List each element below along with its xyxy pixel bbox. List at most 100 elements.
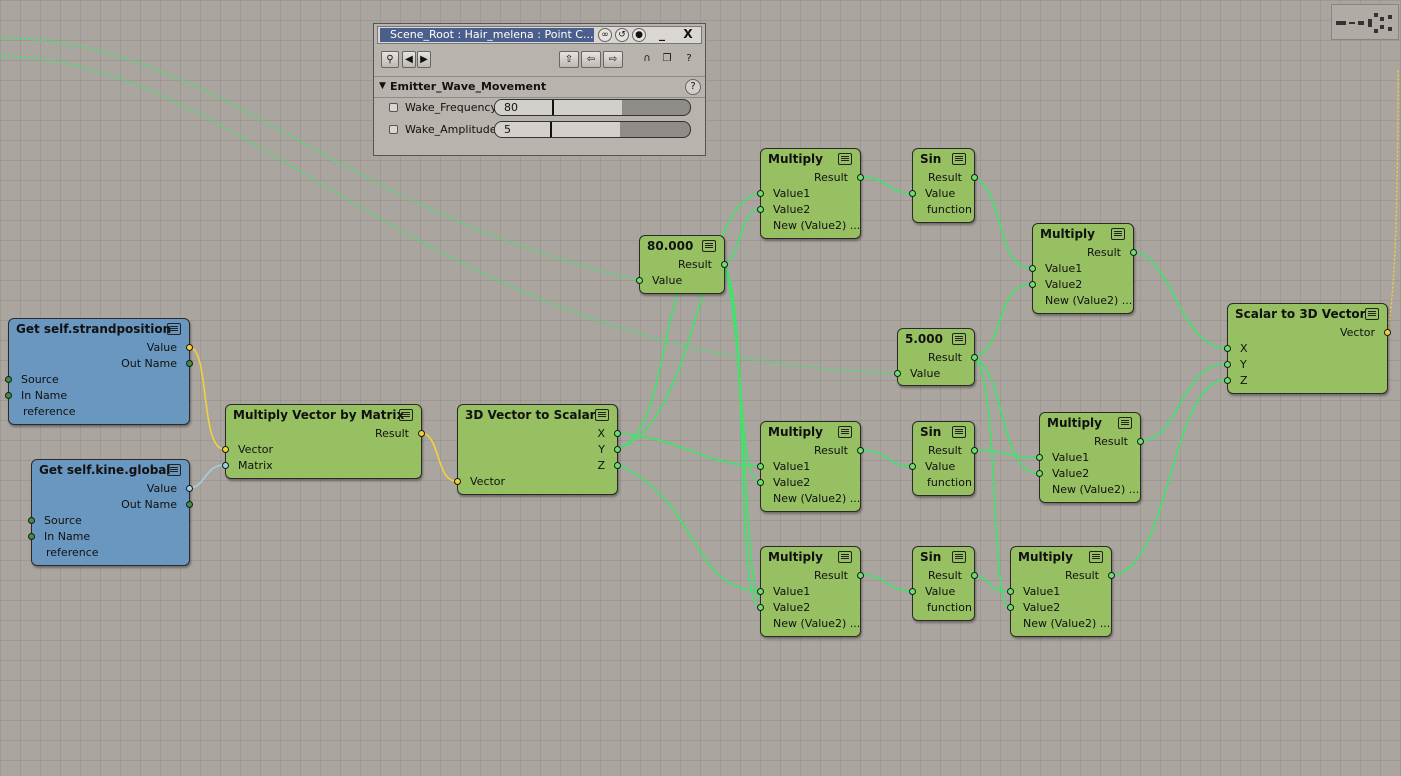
input-port-dot[interactable] bbox=[5, 376, 12, 383]
node-menu-icon[interactable] bbox=[952, 426, 966, 438]
port-new-value2[interactable]: New (Value2) ... bbox=[1023, 617, 1111, 630]
output-port-dot[interactable] bbox=[857, 447, 864, 454]
refresh-icon[interactable]: ↺ bbox=[615, 28, 629, 42]
node-get-strandposition[interactable]: Get self.strandposition Value Out Name S… bbox=[5, 318, 193, 425]
input-port-dot[interactable] bbox=[757, 588, 764, 595]
node-menu-icon[interactable] bbox=[399, 409, 413, 421]
node-menu-icon[interactable] bbox=[838, 153, 852, 165]
expand-triangle-icon[interactable]: ▼ bbox=[379, 81, 386, 91]
node-constant-80[interactable]: 80.000 Result Value bbox=[636, 235, 728, 294]
input-port-dot[interactable] bbox=[757, 479, 764, 486]
slider-handle[interactable] bbox=[550, 122, 552, 137]
input-port-dot[interactable] bbox=[1029, 281, 1036, 288]
input-port-dot[interactable] bbox=[1029, 265, 1036, 272]
section-help-icon[interactable]: ? bbox=[685, 79, 701, 95]
input-port-dot[interactable] bbox=[909, 463, 916, 470]
input-port-dot[interactable] bbox=[5, 392, 12, 399]
lock-icon[interactable]: ∞ bbox=[598, 28, 612, 42]
node-scalar-to-3d-vector[interactable]: Scalar to 3D Vector Vector X Y Z bbox=[1224, 303, 1391, 394]
slider-value[interactable]: 80 bbox=[504, 101, 518, 114]
copy-icon[interactable]: ❐ bbox=[662, 53, 672, 64]
wake-frequency-slider[interactable]: 80 bbox=[494, 99, 691, 116]
node-menu-icon[interactable] bbox=[167, 464, 181, 476]
output-port-dot[interactable] bbox=[971, 354, 978, 361]
input-port-dot[interactable] bbox=[757, 463, 764, 470]
node-menu-icon[interactable] bbox=[595, 409, 609, 421]
output-port-dot[interactable] bbox=[1384, 329, 1391, 336]
output-port-dot[interactable] bbox=[186, 501, 193, 508]
output-port-dot[interactable] bbox=[857, 572, 864, 579]
input-port-dot[interactable] bbox=[1007, 588, 1014, 595]
node-sin[interactable]: Sin Result Value function bbox=[909, 546, 978, 621]
node-multiply[interactable]: Multiply Result Value1 Value2 New (Value… bbox=[1029, 223, 1137, 314]
port-new-value2[interactable]: New (Value2) ... bbox=[773, 492, 861, 505]
node-menu-icon[interactable] bbox=[952, 551, 966, 563]
output-port-dot[interactable] bbox=[971, 572, 978, 579]
input-port-dot[interactable] bbox=[222, 462, 229, 469]
input-port-dot[interactable] bbox=[454, 478, 461, 485]
keyframe-icon[interactable]: ● bbox=[632, 28, 646, 42]
close-button[interactable]: X bbox=[683, 27, 693, 41]
input-port-dot[interactable] bbox=[1224, 345, 1231, 352]
animate-checkbox[interactable] bbox=[389, 125, 398, 134]
node-get-kine-global[interactable]: Get self.kine.global Value Out Name Sour… bbox=[28, 459, 193, 566]
node-menu-icon[interactable] bbox=[1111, 228, 1125, 240]
search-icon[interactable]: ⚲ bbox=[381, 51, 399, 68]
left-icon[interactable]: ⇦ bbox=[581, 51, 601, 68]
panel-titlebar[interactable]: Scene_Root : Hair_melena : Point C... ∞ … bbox=[377, 26, 702, 44]
input-port-dot[interactable] bbox=[28, 517, 35, 524]
output-port-dot[interactable] bbox=[971, 447, 978, 454]
output-port-dot[interactable] bbox=[186, 360, 193, 367]
output-port-dot[interactable] bbox=[721, 261, 728, 268]
output-port-dot[interactable] bbox=[1130, 249, 1137, 256]
output-port-dot[interactable] bbox=[186, 344, 193, 351]
port-new-value2[interactable]: New (Value2) ... bbox=[1052, 483, 1140, 496]
node-menu-icon[interactable] bbox=[1365, 308, 1379, 320]
back-arrow-icon[interactable]: ◀ bbox=[402, 51, 416, 68]
node-menu-icon[interactable] bbox=[952, 153, 966, 165]
node-multiply[interactable]: Multiply Result Value1 Value2 New (Value… bbox=[757, 148, 864, 239]
output-port-dot[interactable] bbox=[1108, 572, 1115, 579]
node-multiply-vector-by-matrix[interactable]: Multiply Vector by Matrix Result Vector … bbox=[222, 404, 425, 479]
output-port-dot[interactable] bbox=[418, 430, 425, 437]
node-menu-icon[interactable] bbox=[952, 333, 966, 345]
output-port-dot[interactable] bbox=[857, 174, 864, 181]
node-multiply[interactable]: Multiply Result Value1 Value2 New (Value… bbox=[1007, 546, 1115, 637]
forward-arrow-icon[interactable]: ▶ bbox=[417, 51, 431, 68]
slider-value[interactable]: 5 bbox=[504, 123, 511, 136]
property-section[interactable]: ▼ Emitter_Wave_Movement ? bbox=[374, 76, 705, 98]
node-menu-icon[interactable] bbox=[1089, 551, 1103, 563]
input-port-dot[interactable] bbox=[1224, 361, 1231, 368]
output-port-dot[interactable] bbox=[186, 485, 193, 492]
input-port-dot[interactable] bbox=[909, 588, 916, 595]
node-menu-icon[interactable] bbox=[838, 426, 852, 438]
minimize-button[interactable]: _ bbox=[659, 27, 665, 41]
input-port-dot[interactable] bbox=[909, 190, 916, 197]
output-port-dot[interactable] bbox=[614, 446, 621, 453]
help-icon[interactable]: ? bbox=[686, 53, 692, 64]
port-new-value2[interactable]: New (Value2) ... bbox=[773, 617, 861, 630]
animate-checkbox[interactable] bbox=[389, 103, 398, 112]
slider-handle[interactable] bbox=[552, 100, 554, 115]
input-port-dot[interactable] bbox=[1007, 604, 1014, 611]
wake-amplitude-slider[interactable]: 5 bbox=[494, 121, 691, 138]
output-port-dot[interactable] bbox=[614, 430, 621, 437]
output-port-dot[interactable] bbox=[1137, 438, 1144, 445]
navigation-widget[interactable] bbox=[1331, 4, 1399, 40]
input-port-dot[interactable] bbox=[1036, 470, 1043, 477]
right-icon[interactable]: ⇨ bbox=[603, 51, 623, 68]
node-multiply[interactable]: Multiply Result Value1 Value2 New (Value… bbox=[1036, 412, 1144, 503]
input-port-dot[interactable] bbox=[894, 370, 901, 377]
input-port-dot[interactable] bbox=[1036, 454, 1043, 461]
node-3d-vector-to-scalar[interactable]: 3D Vector to Scalar X Y Z Vector bbox=[454, 404, 621, 495]
node-constant-5[interactable]: 5.000 Result Value bbox=[894, 328, 978, 386]
output-port-dot[interactable] bbox=[614, 462, 621, 469]
input-port-dot[interactable] bbox=[222, 446, 229, 453]
up-icon[interactable]: ⇧ bbox=[559, 51, 579, 68]
node-menu-icon[interactable] bbox=[1118, 417, 1132, 429]
port-new-value2[interactable]: New (Value2) ... bbox=[1045, 294, 1133, 307]
input-port-dot[interactable] bbox=[757, 206, 764, 213]
node-menu-icon[interactable] bbox=[838, 551, 852, 563]
node-menu-icon[interactable] bbox=[167, 323, 181, 335]
input-port-dot[interactable] bbox=[757, 190, 764, 197]
